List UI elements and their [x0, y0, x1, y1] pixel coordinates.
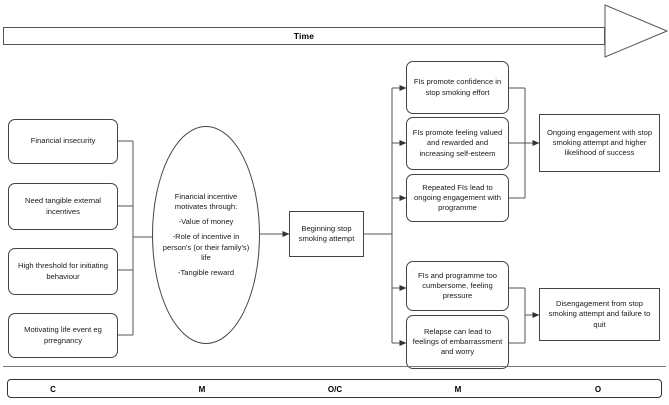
time-axis-label: Time	[293, 31, 315, 41]
pivot-box-beginning-stop-smoking-attempt[interactable]: Beginning stop smoking attempt	[289, 211, 364, 257]
mechanism-box-repeated-fis-ongoing-engagement[interactable]: Repeated FIs lead to ongoing engagement …	[406, 174, 509, 222]
mechanism-box-fis-promote-confidence[interactable]: FIs promote confidence in stop smoking e…	[406, 61, 509, 114]
legend-divider	[3, 366, 666, 367]
legend-item-m2: M	[454, 385, 462, 394]
context-box-motivating-life-event[interactable]: Motivating life event eg prregnancy	[8, 313, 118, 358]
legend-item-m1: M	[198, 385, 206, 394]
mechanism-box-fis-programme-cumbersome[interactable]: FIs and programme too cumbersome, feelin…	[406, 261, 509, 311]
outcome-box-disengagement-failure[interactable]: Disengagement from stop smoking attempt …	[539, 288, 660, 341]
mechanism-ellipse-text: Financial incentive motivates through: -…	[160, 192, 252, 278]
time-arrowhead-icon	[604, 4, 669, 58]
cmo-legend-bar: C M O/C M O	[7, 379, 662, 398]
mechanism-item-role-of-incentive: -Role of incentive in person's (or their…	[162, 232, 250, 262]
legend-item-c: C	[50, 385, 56, 394]
time-axis-banner: Time	[3, 27, 605, 45]
context-box-high-threshold-initiating-behaviour[interactable]: High threshold for initiating behaviour	[8, 248, 118, 295]
mechanism-heading: Financial incentive motivates through:	[174, 191, 238, 212]
mechanism-item-tangible-reward: -Tangible reward	[177, 267, 235, 277]
legend-item-oc: O/C	[327, 385, 343, 394]
legend-item-o: O	[594, 385, 602, 394]
mechanism-ellipse[interactable]: Financial incentive motivates through: -…	[152, 126, 260, 344]
mechanism-item-value-of-money: -Value of money	[178, 217, 234, 227]
context-box-financial-insecurity[interactable]: Financial insecurity	[8, 119, 118, 164]
context-box-need-tangible-external-incentives[interactable]: Need tangible external incentives	[8, 183, 118, 230]
outcome-box-ongoing-engagement-success[interactable]: Ongoing engagement with stop smoking att…	[539, 114, 660, 172]
mechanism-box-relapse-embarrassment[interactable]: Relapse can lead to feelings of embarras…	[406, 315, 509, 369]
mechanism-box-fis-promote-feeling-valued[interactable]: FIs promote feeling valued and rewarded …	[406, 117, 509, 170]
